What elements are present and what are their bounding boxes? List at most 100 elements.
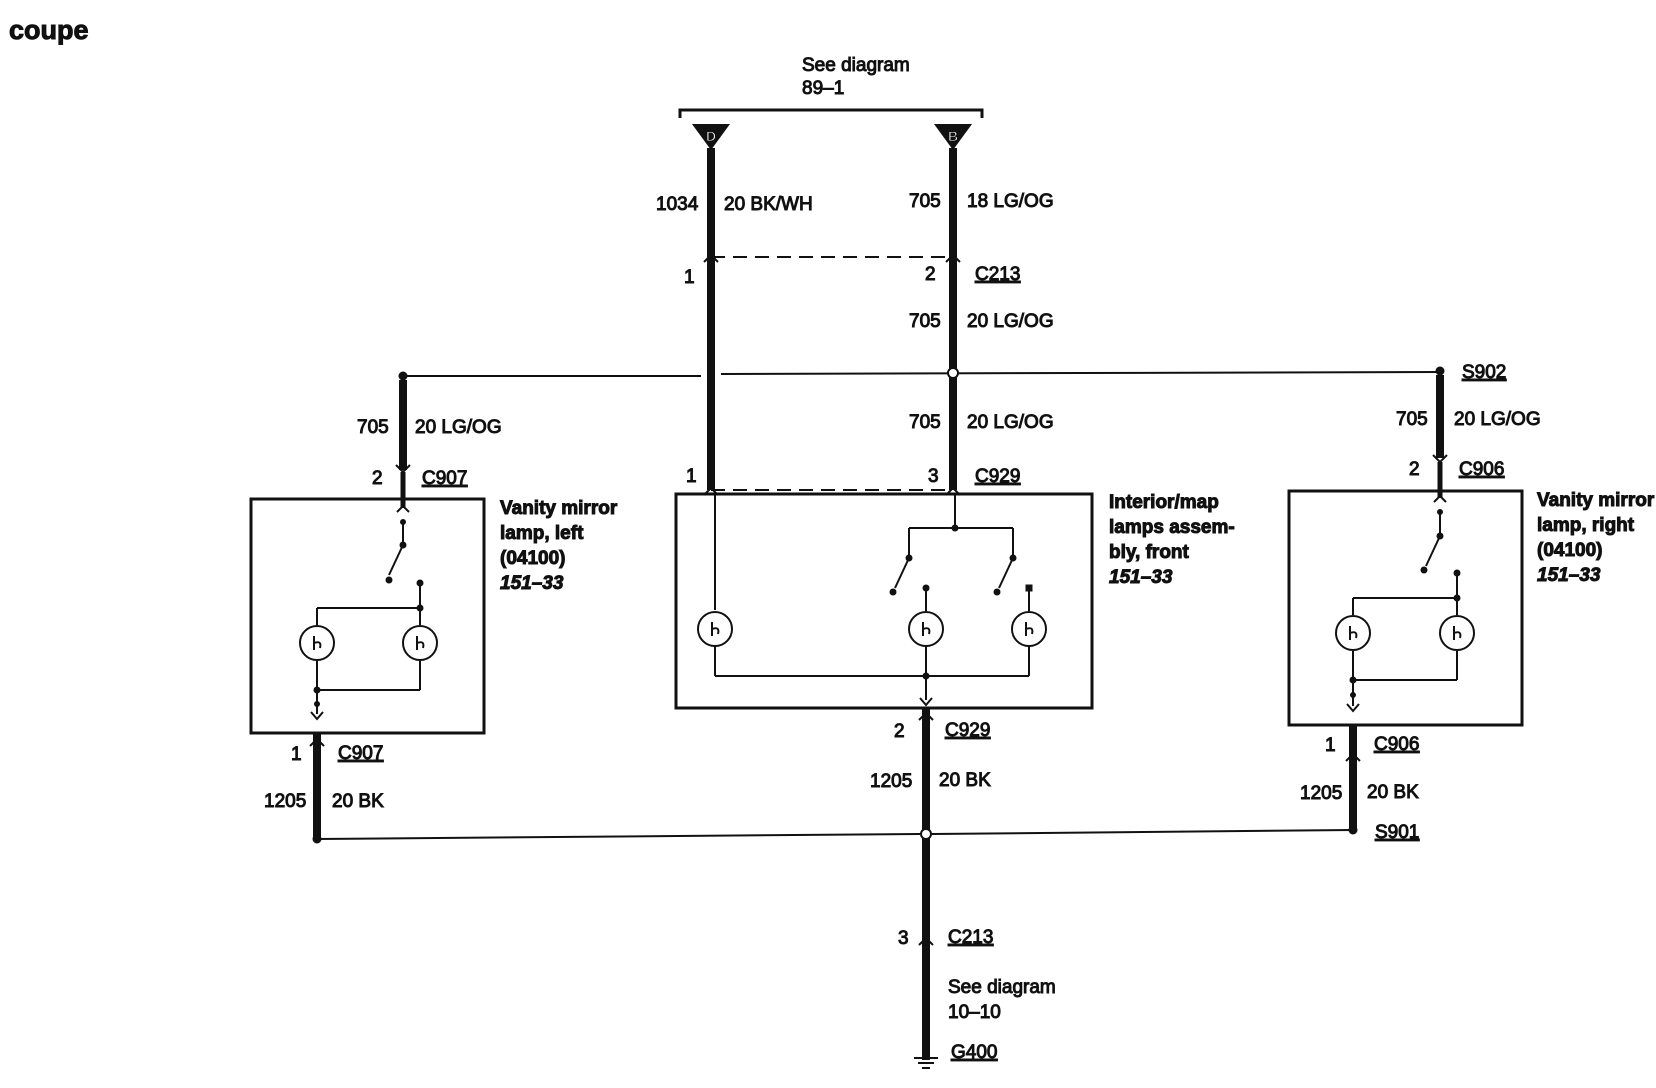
- c907-bottom-pin-number: 1: [291, 744, 302, 765]
- bus-s902-right: [720, 371, 1441, 375]
- left-lamp-2: [402, 625, 438, 661]
- wire-705-top-circuit: 705: [909, 191, 941, 212]
- left-switch-blade: [388, 544, 404, 576]
- center-switch1-contact: [889, 588, 897, 596]
- center-switch2-contact: [993, 588, 1001, 596]
- c929-bottom-label: C929: [945, 720, 990, 741]
- wire-1205-right-circuit: 1205: [1300, 783, 1342, 804]
- ground-g400-label: G400: [951, 1042, 997, 1063]
- right-box-exit-arrow: [1346, 703, 1360, 713]
- wire-1034-circuit: 1034: [656, 194, 699, 215]
- wire-705-left-circuit: 705: [357, 417, 389, 438]
- c907-top-pin-number: 2: [372, 468, 383, 489]
- right-lamp-1-filament: [1349, 626, 1358, 640]
- center-switch1-blade: [894, 557, 910, 589]
- c906-bottom-pin: [1345, 752, 1361, 762]
- ground-icon: [914, 1057, 938, 1069]
- interior-map-name-2: lamps assem-: [1109, 517, 1235, 538]
- vanity-left-name-3: (04100): [500, 548, 566, 569]
- left-lamp-2-filament: [416, 636, 425, 650]
- c906-bottom-label: C906: [1374, 734, 1419, 755]
- c213-top-pin-left: 1: [684, 267, 695, 288]
- terminal-b-letter: B: [948, 128, 958, 144]
- bus-s901-left: [316, 833, 921, 840]
- left-ground-node-2: [314, 701, 320, 707]
- vanity-right-name-2: lamp, right: [1537, 515, 1635, 536]
- left-box-exit-arrow: [310, 711, 324, 721]
- reference-bracket: [678, 108, 984, 118]
- wire-1034-color: 20 BK/WH: [724, 194, 813, 215]
- c907-top-label: C907: [422, 468, 467, 489]
- wire-1205-main-color: 20 BK: [939, 770, 991, 791]
- right-switch-contact: [1420, 566, 1428, 574]
- c907-bottom-pin: [309, 737, 325, 747]
- splice-dot-center-top: [947, 367, 959, 379]
- splice-s901-label: S901: [1375, 822, 1419, 843]
- splice-dot-s902: [1435, 366, 1445, 376]
- bottom-ref-line2: 10–10: [948, 1002, 1001, 1023]
- wire-705-left-color: 20 LG/OG: [415, 417, 502, 438]
- right-lamp-1: [1335, 615, 1371, 651]
- right-ground-node: [1349, 676, 1357, 684]
- terminal-b: B: [934, 124, 972, 150]
- terminal-d-letter: D: [706, 128, 716, 144]
- wire-1205-left-circuit: 1205: [264, 791, 306, 812]
- right-lamp-2-filament: [1453, 626, 1462, 640]
- c213-top-label: C213: [975, 264, 1020, 285]
- c906-top-label: C906: [1459, 459, 1504, 480]
- wire-1205-left-color: 20 BK: [332, 791, 384, 812]
- wire-1205-main-circuit: 1205: [870, 771, 912, 792]
- c907-bottom-label: C907: [338, 743, 383, 764]
- c929-top-pin-left: 1: [686, 466, 697, 487]
- center-return-node: [922, 672, 930, 680]
- interior-map-lamps-box: [674, 492, 1094, 710]
- c906-bottom-pin-number: 1: [1325, 735, 1336, 756]
- c213-bottom-pin-number: 3: [898, 928, 909, 949]
- wire-705-mid-color: 20 LG/OG: [967, 311, 1054, 332]
- c213-top-pin-right: 2: [925, 264, 936, 285]
- vanity-left-ref: 151–33: [500, 573, 564, 594]
- vanity-right-name-1: Vanity mirror: [1537, 490, 1655, 511]
- left-lamp-1: [299, 625, 335, 661]
- c929-top-pin-right: 3: [928, 466, 939, 487]
- center-box-exit-arrow: [919, 697, 933, 707]
- right-box-arrow: [1433, 494, 1447, 503]
- c213-bottom-pin: [918, 936, 934, 946]
- top-ref-line2: 89–1: [802, 78, 844, 99]
- splice-dot-left-bottom: [312, 834, 322, 844]
- wire-705-top-color: 18 LG/OG: [967, 191, 1054, 212]
- c213-bottom-label: C213: [948, 927, 993, 948]
- wire-705-right-color: 20 LG/OG: [1454, 409, 1541, 430]
- wire-1205-right-color: 20 BK: [1367, 782, 1419, 803]
- c929-bottom-pin: [918, 711, 934, 721]
- wire-705-mid-circuit: 705: [909, 311, 941, 332]
- interior-map-name-1: Interior/map: [1109, 492, 1219, 513]
- vanity-right-ref: 151–33: [1537, 565, 1601, 586]
- top-ref-line1: See diagram: [802, 55, 910, 76]
- center-lamp3-node: [1025, 584, 1033, 592]
- terminal-d: D: [692, 124, 730, 150]
- splice-dot-left-top: [398, 371, 408, 381]
- vanity-left-name-1: Vanity mirror: [500, 498, 618, 519]
- right-switch-blade: [1425, 535, 1441, 567]
- left-switch-contact: [385, 576, 393, 584]
- bottom-ref-line1: See diagram: [948, 977, 1056, 998]
- center-lamp-2-filament: [922, 622, 931, 636]
- vanity-mirror-right-box: [1287, 489, 1524, 727]
- vanity-right-name-3: (04100): [1537, 540, 1603, 561]
- c929-bottom-pin-number: 2: [894, 721, 905, 742]
- center-switch2-blade: [998, 557, 1014, 589]
- left-ground-node: [313, 686, 321, 694]
- right-ground-node-2: [1350, 692, 1356, 698]
- center-lamp-1-filament: [711, 622, 720, 636]
- splice-s902-label: S902: [1462, 362, 1506, 383]
- bus-s901-right: [931, 829, 1354, 835]
- c906-top-pin-number: 2: [1409, 459, 1420, 480]
- interior-map-name-3: bly, front: [1109, 542, 1190, 563]
- interior-map-ref: 151–33: [1109, 567, 1173, 588]
- c213-top-pins: [703, 253, 961, 263]
- diagram-title: coupe: [9, 15, 89, 45]
- left-lamp-1-filament: [313, 636, 322, 650]
- left-box-arrow: [396, 504, 410, 513]
